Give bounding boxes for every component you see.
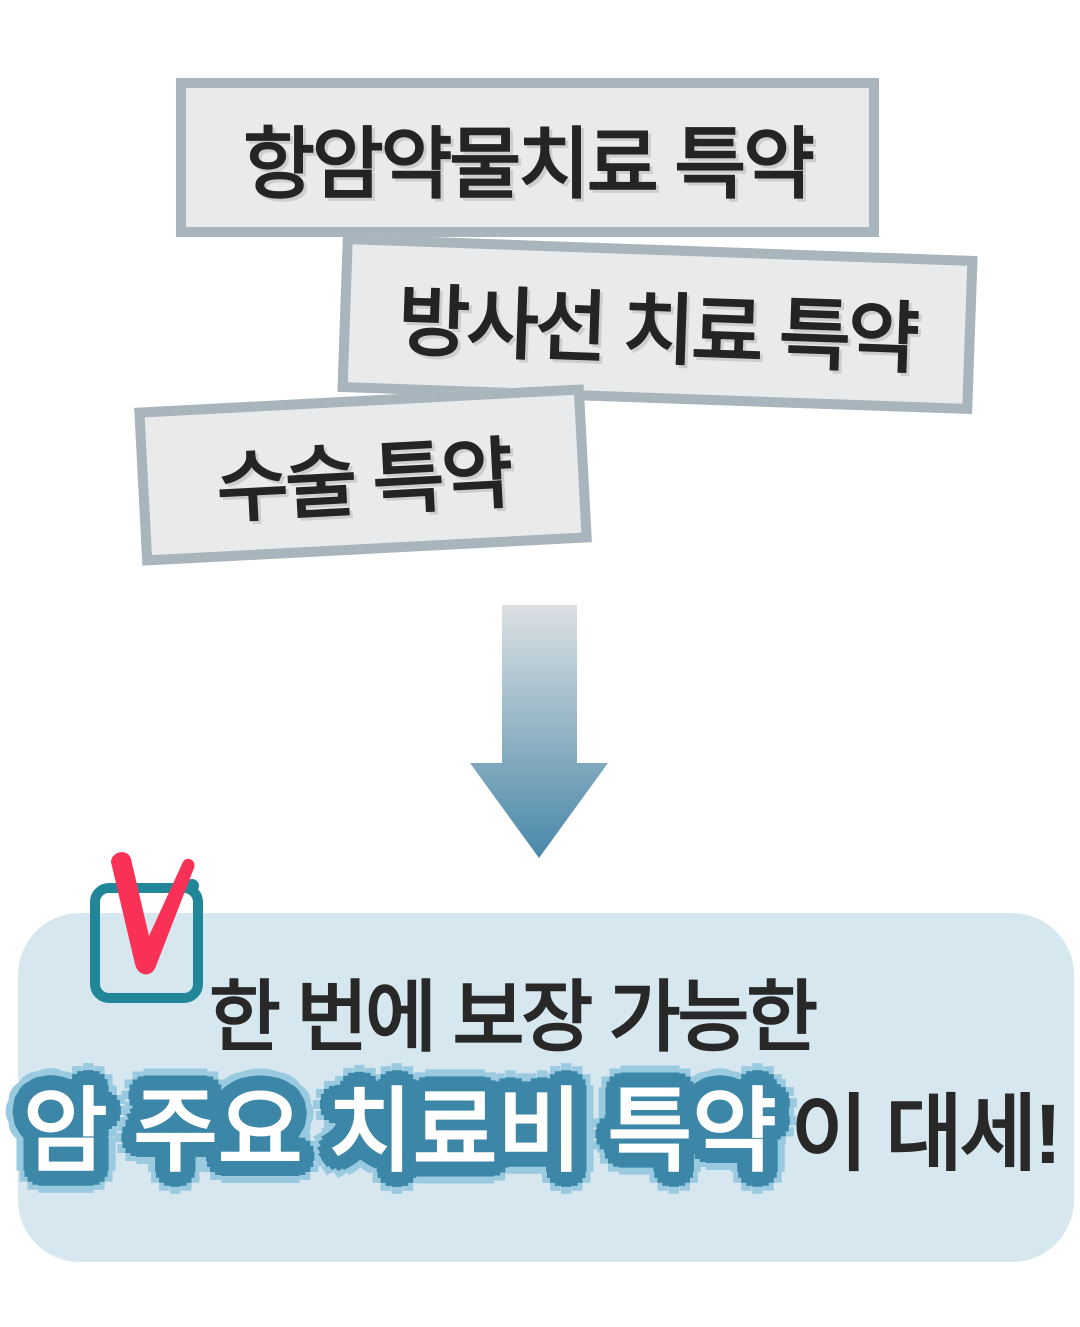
conclusion-line1: 한 번에 보장 가능한 bbox=[208, 973, 818, 1061]
checkbox-square bbox=[90, 883, 203, 1003]
down-arrow-icon bbox=[470, 605, 608, 858]
rider-box-chemo: 항암약물치료 특약 bbox=[176, 78, 879, 237]
rider-box-surgery: 수술 특약 bbox=[134, 384, 592, 566]
conclusion-suffix: 이 대세! bbox=[790, 1087, 1062, 1181]
conclusion-line2: 암 주요 치료비 특약 이 대세! bbox=[23, 1081, 1062, 1183]
checkbox-icon bbox=[90, 852, 203, 1003]
rider-label-surgery: 수술 특약 bbox=[214, 429, 513, 533]
rider-label-chemo: 항암약물치료 특약 bbox=[243, 119, 815, 208]
checkmark-icon bbox=[111, 852, 195, 975]
rider-label-radiation: 방사선 치료 특약 bbox=[396, 276, 918, 384]
checkbox-stroke-nub bbox=[185, 879, 199, 893]
highlight-text: 암 주요 치료비 특약 bbox=[23, 1081, 777, 1183]
rider-box-radiation: 방사선 치료 특약 bbox=[337, 233, 978, 415]
